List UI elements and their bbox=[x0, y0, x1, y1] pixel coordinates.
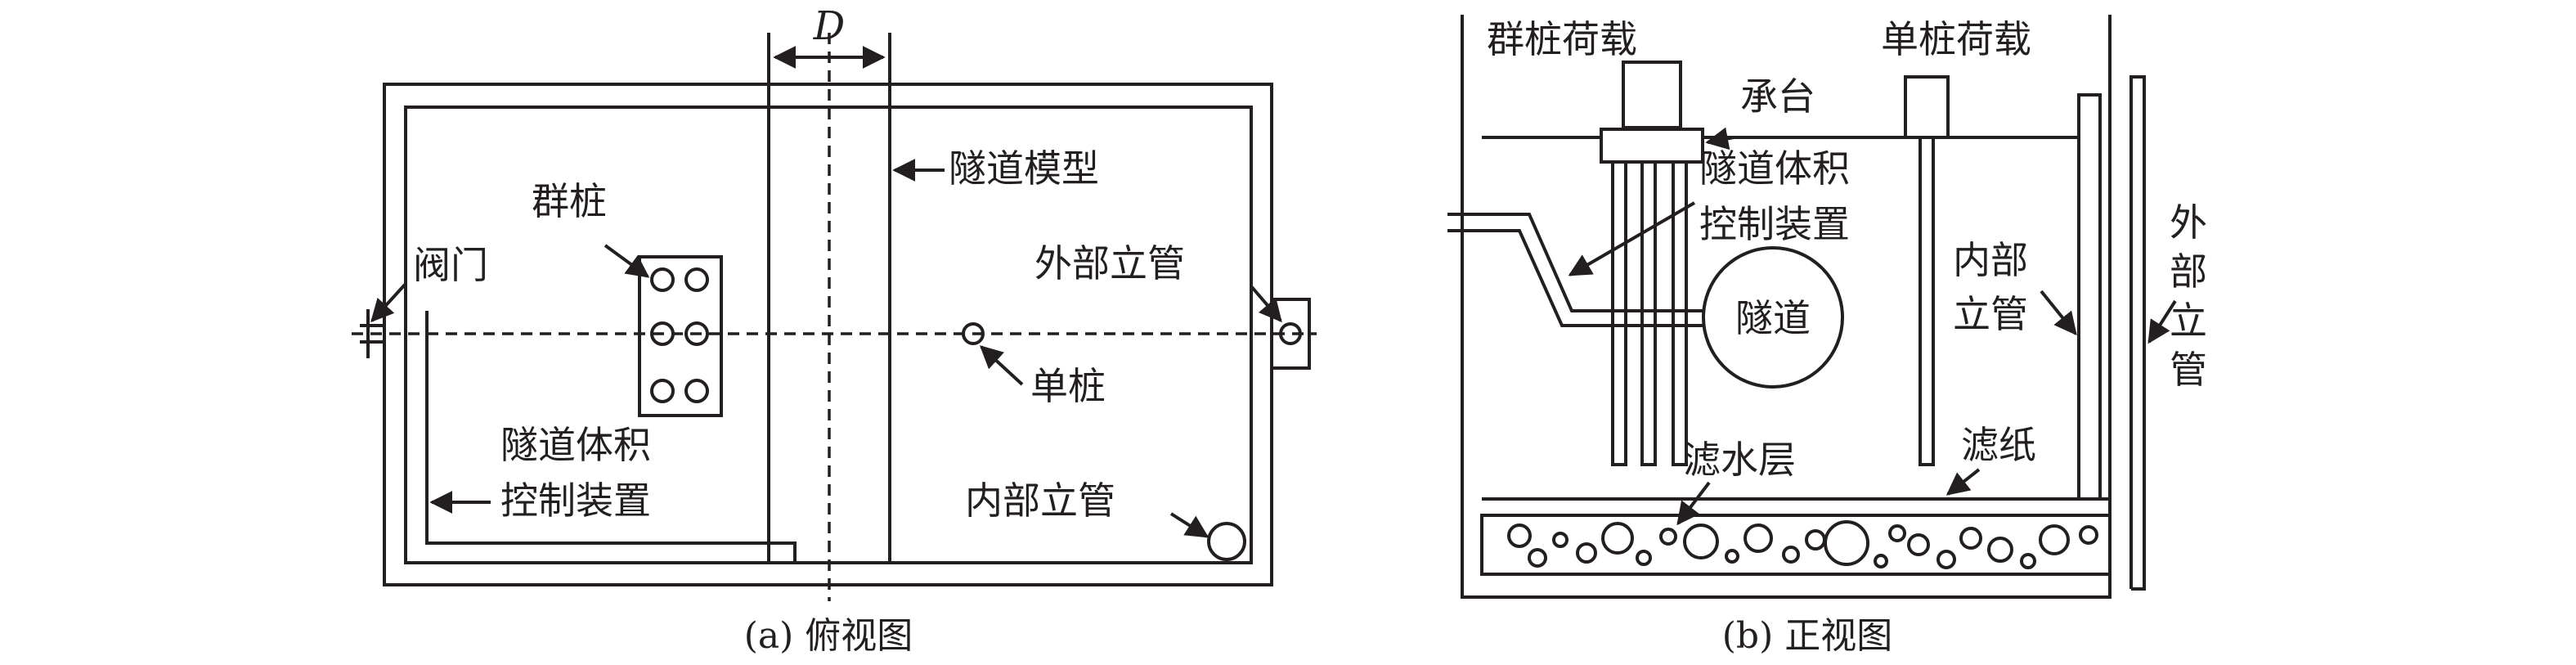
pile-circle bbox=[650, 267, 675, 292]
dimension-d-label: D bbox=[813, 3, 845, 49]
single-pile-load-label: 单桩荷载 bbox=[1881, 17, 2031, 61]
single-pile-load-block bbox=[1904, 75, 1950, 139]
pile-group-label: 群桩 bbox=[532, 179, 607, 223]
outer-standpipe-char-4: 管 bbox=[2170, 348, 2207, 392]
single-pile-circle bbox=[962, 322, 985, 345]
group-pile-load-block bbox=[1622, 61, 1682, 129]
outer-standpipe-char-1: 外 bbox=[2170, 200, 2207, 245]
filter-layer-box bbox=[1480, 514, 2112, 576]
volume-control-pipe-lower bbox=[1447, 229, 1703, 327]
inner-standpipe-circle bbox=[1207, 522, 1246, 561]
pile-circle bbox=[684, 321, 709, 346]
inner-standpipe-label-2: 立管 bbox=[1953, 292, 2028, 336]
valve-label: 阀门 bbox=[413, 243, 488, 287]
volume-control-label-1: 隧道体积 bbox=[500, 423, 651, 467]
inner-standpipe-label: 内部立管 bbox=[965, 479, 1115, 523]
outer-standpipe-arrow bbox=[1250, 285, 1282, 323]
single-pile-arrow bbox=[979, 345, 1024, 386]
outer-standpipe-label: 外部立管 bbox=[1034, 241, 1185, 285]
front-volume-control-label-1: 隧道体积 bbox=[1699, 146, 1850, 191]
group-pile bbox=[1611, 162, 1627, 466]
pile-circle bbox=[650, 321, 675, 346]
volume-control-label-2: 控制装置 bbox=[500, 479, 651, 523]
outer-standpipe bbox=[2129, 75, 2146, 591]
group-pile bbox=[1640, 162, 1657, 466]
filter-layer-arrow bbox=[1676, 481, 1711, 526]
inner-standpipe bbox=[2077, 93, 2102, 499]
outer-standpipe-circle bbox=[1279, 322, 1302, 345]
pile-cap-arrow bbox=[1705, 127, 1735, 151]
front-volume-control-arrow bbox=[1568, 201, 1696, 276]
pile-cap bbox=[1600, 128, 1704, 164]
inner-standpipe-label-1: 内部 bbox=[1953, 238, 2028, 282]
pile-group-cap bbox=[638, 255, 723, 417]
outer-standpipe-box bbox=[1270, 298, 1311, 370]
volume-control-pipe-upper bbox=[1447, 213, 1703, 312]
front-view-caption: (b) 正视图 bbox=[1722, 615, 1892, 657]
filter-paper-arrow bbox=[1945, 468, 1981, 496]
tunnel-model-label: 隧道模型 bbox=[949, 146, 1099, 191]
tank-walls bbox=[1461, 15, 2112, 599]
filter-layer-label: 滤水层 bbox=[1683, 438, 1796, 482]
front-view-diagram: 隧道 群桩荷载 单桩荷载 承台 隧道体积 控制装置 内部 立管 外 部 立 管 … bbox=[1447, 15, 2207, 657]
single-pile-label: 单桩 bbox=[1030, 364, 1106, 408]
outer-standpipe-char-3: 立 bbox=[2170, 299, 2207, 343]
pile-circle bbox=[684, 267, 709, 292]
pile-circle bbox=[650, 379, 675, 403]
volume-control-pipe bbox=[425, 311, 797, 563]
outer-standpipe-char-2: 部 bbox=[2170, 249, 2207, 294]
pile-cap-label: 承台 bbox=[1740, 74, 1815, 119]
tunnel-circle bbox=[1702, 246, 1844, 389]
group-pile-load-label: 群桩荷载 bbox=[1487, 17, 1637, 61]
filter-gravel bbox=[1507, 520, 2098, 569]
front-volume-control-label-2: 控制装置 bbox=[1699, 202, 1850, 246]
group-pile bbox=[1672, 162, 1688, 466]
top-view-diagram: D 阀门 群桩 隧道模型 单桩 外部立管 隧道体积 控制装置 bbox=[352, 3, 1317, 657]
outer-standpipe-arrow bbox=[2147, 299, 2177, 344]
top-view-caption: (a) 俯视图 bbox=[744, 615, 913, 657]
inner-standpipe-arrow bbox=[2040, 290, 2077, 336]
pile-group-arrow bbox=[604, 244, 650, 278]
single-pile bbox=[1919, 137, 1935, 466]
pile-circle bbox=[684, 379, 709, 403]
tunnel-label: 隧道 bbox=[1735, 296, 1811, 340]
inner-standpipe-arrow bbox=[1169, 512, 1209, 538]
valve-arrow bbox=[370, 283, 406, 323]
filter-paper-label: 滤纸 bbox=[1961, 423, 2036, 467]
